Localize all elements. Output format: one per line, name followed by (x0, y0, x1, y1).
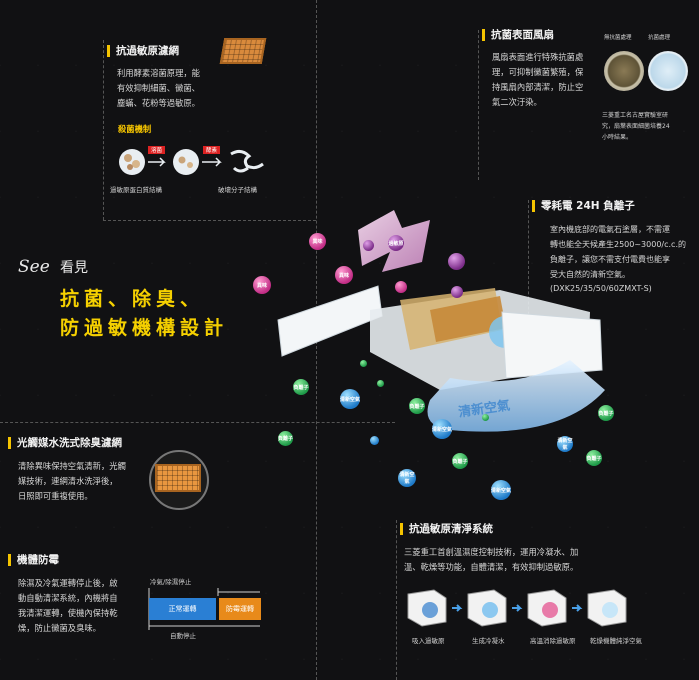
stop-label: 冷氣/除濕停止 (150, 578, 192, 586)
divider (396, 520, 397, 680)
cleaning-system-title: 抗過敏原清淨系統 (400, 522, 493, 536)
headline-line1: 抗菌、除臭、 (60, 288, 205, 310)
photocatalyst-filter-image (155, 464, 201, 492)
divider (0, 422, 395, 423)
cleaning-system-body: 三菱重工首創溫濕度控制技術，運用冷凝水、加 溫、乾燥等功能，自體清潔，有效抑制過… (404, 547, 579, 572)
fresh-air-bubble: 清新空氣 (398, 469, 416, 487)
odor-bubble: 異味 (335, 266, 353, 284)
anti-allergen-filter-title: 抗過敏原濾網 (107, 44, 179, 58)
normal-operation-bar: 正常運轉 (149, 598, 216, 620)
photocatalyst-filter-title: 光觸媒水洗式除臭濾網 (8, 436, 122, 450)
blue-dot (370, 436, 379, 445)
photocatalyst-filter-body: 清除異味保持空氣清新，光觸 媒技術，連網清水洗淨後， 日照即可重複使用。 (18, 461, 126, 501)
purple-bubble (448, 253, 465, 270)
headline-see: See (18, 257, 50, 277)
headline-line2: 防過敏機構設計 (60, 317, 229, 339)
fresh-air-bubble: 清新空氣 (340, 389, 360, 409)
step-label-4: 乾燥機體純淨空氣 (590, 637, 642, 645)
cleaning-steps-svg (407, 589, 627, 627)
petri-dish-untreated (604, 51, 644, 91)
ionizer-models: (DXK25/35/50/60ZMXT-S) (550, 284, 652, 293)
pink-bubble (395, 281, 407, 293)
ion-bubble: 負離子 (293, 379, 309, 395)
mold-prevention-title: 機體防霉 (8, 553, 59, 567)
ion-bubble: 負離子 (409, 398, 425, 414)
ion-bubble: 負離子 (586, 450, 602, 466)
mold-prevention-body: 除濕及冷氣運轉停止後，啟 動自動清潔系統，內機將自 我清潔運轉，使機內保持乾 燥… (18, 578, 118, 633)
caption-allergen-protein: 過敏原蛋白質結構 (110, 186, 162, 194)
odor-bubble: 異味 (253, 276, 271, 294)
mechanism-diagram (116, 140, 276, 184)
tag-enzyme: 酵素 (203, 146, 221, 154)
divider (528, 200, 529, 340)
fresh-air-bubble: 清新空氣 (557, 436, 573, 452)
fan-test-note: 三菱重工名古屋實驗室研 究，扇葉表面細菌培養24 小時結果。 (602, 112, 670, 141)
anti-allergen-filter-image (219, 38, 267, 64)
ac-illustration (270, 200, 650, 460)
fresh-air-bubble: 清新空氣 (491, 480, 511, 500)
divider (103, 40, 104, 220)
cleaning-steps (404, 588, 674, 628)
headline-see-cn: 看見 (60, 260, 88, 276)
ion-bubble: 負離子 (598, 405, 614, 421)
anti-allergen-filter-body: 利用酵素溶菌原理，能 有效抑制細菌、黴菌、 塵蟎、花粉等過敏原。 (117, 68, 200, 108)
mold-operation-bar: 防霉運轉 (219, 598, 261, 620)
ion-bubble: 負離子 (452, 453, 468, 469)
ac-illustration-svg (277, 210, 605, 432)
ionizer-title: 零耗電 24H 負離子 (532, 199, 635, 213)
step-label-3: 高溫消除過敏原 (530, 637, 576, 645)
purple-bubble (451, 286, 463, 298)
ionizer-body: 室內機底部的電氣石塗層，不需運 轉也能全天候產生2500~3000/c.c.的 … (550, 225, 686, 279)
mechanism-title: 殺菌機制 (118, 124, 152, 134)
allergen-bubble: 過敏原 (388, 235, 404, 251)
divider (103, 220, 316, 221)
ion-bubble: 負離子 (278, 431, 293, 446)
tag-lysis: 溶菌 (148, 146, 166, 154)
green-dot (482, 414, 489, 421)
green-dot (377, 380, 384, 387)
mechanism-svg (119, 149, 264, 175)
label-untreated: 無抗菌處理 (604, 35, 632, 41)
label-treated: 抗菌處理 (648, 35, 671, 41)
antibacterial-fan-title: 抗菌表面風扇 (482, 28, 554, 42)
divider (478, 30, 479, 180)
step-label-2: 生成冷凝水 (472, 637, 505, 645)
caption-destroy-structure: 破壞分子結構 (218, 186, 257, 194)
step-label-1: 吸入過敏原 (412, 637, 445, 645)
antibacterial-fan-body: 風扇表面進行特殊抗菌處 理，可抑制黴菌繁殖，保 持風扇內部清潔，防止空 氣二次汙… (492, 52, 584, 107)
fresh-air-bubble: 清新空氣 (432, 419, 452, 439)
green-dot (360, 360, 367, 367)
auto-stop-label: 自動停止 (170, 632, 196, 640)
odor-bubble: 異味 (309, 233, 326, 250)
purple-bubble (363, 240, 374, 251)
petri-dish-treated (648, 51, 688, 91)
